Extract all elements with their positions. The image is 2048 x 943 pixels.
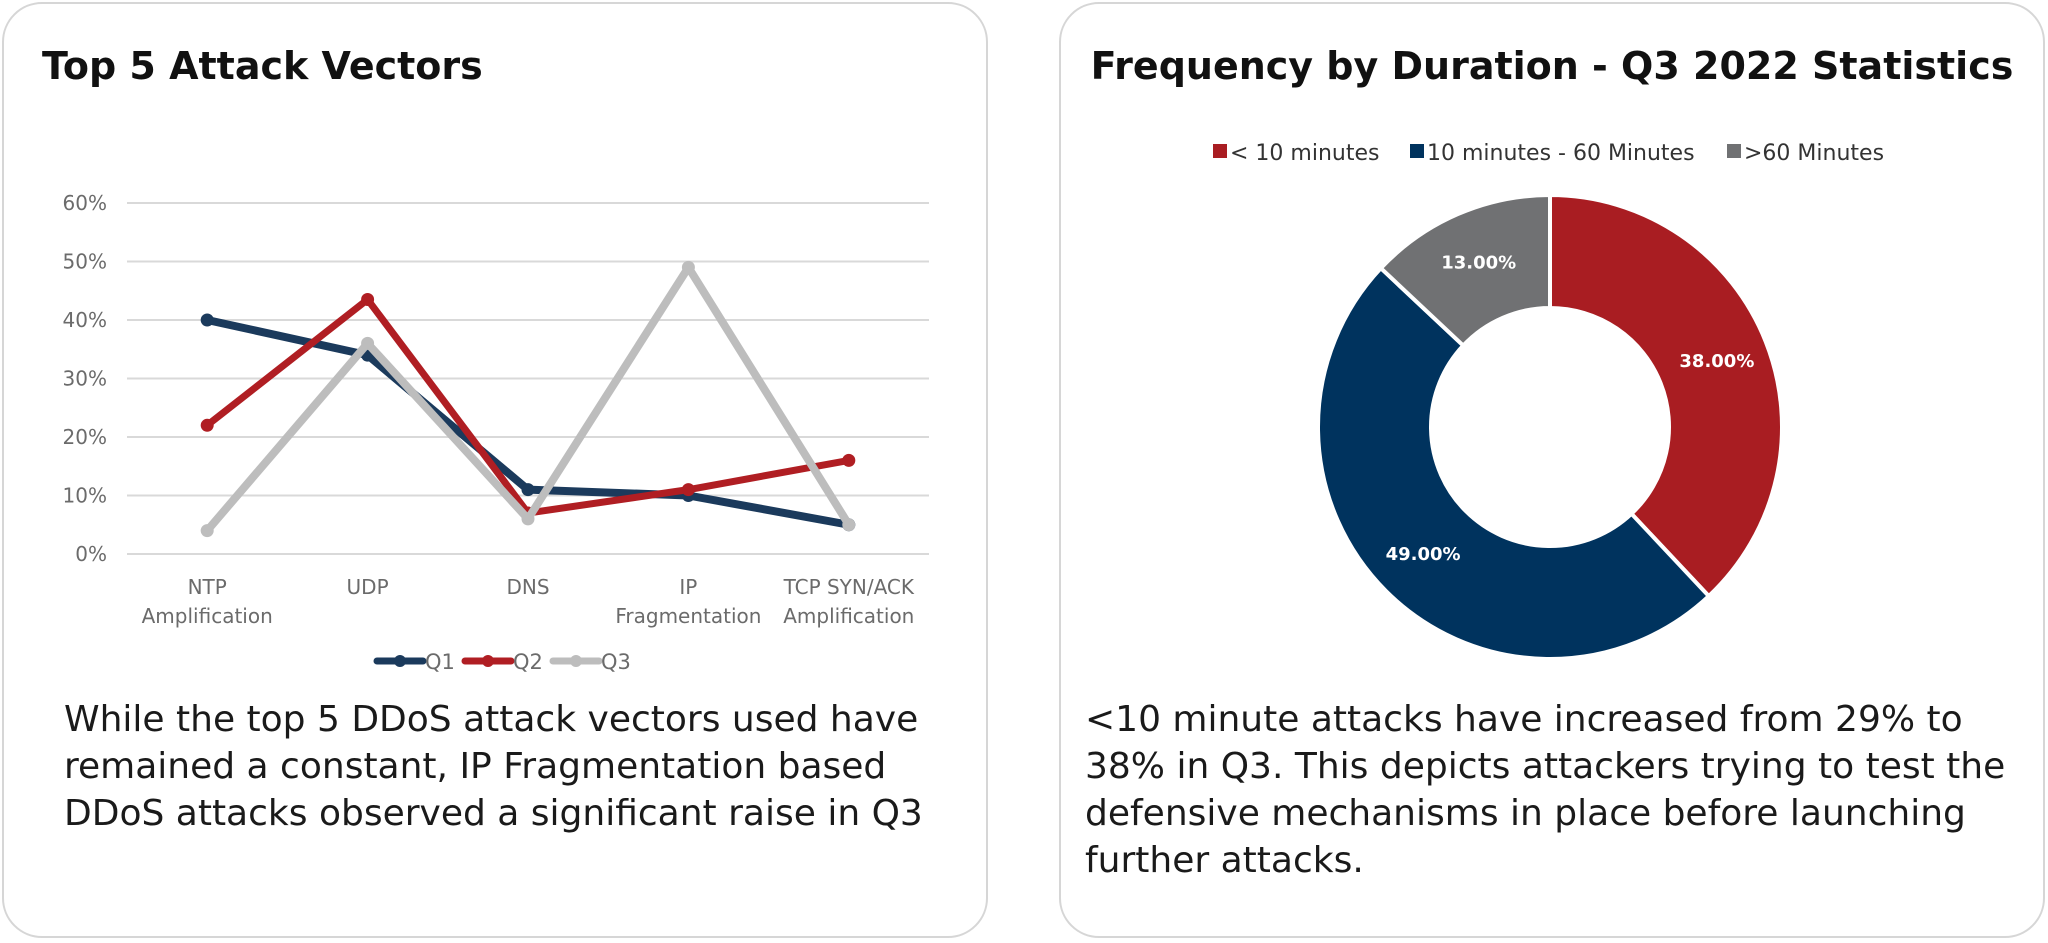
data-point-q3	[200, 524, 214, 538]
series-q3	[200, 260, 856, 538]
attack-vectors-panel: Top 5 Attack Vectors 0% 10% 20% 30% 40% 50% 60…	[2, 2, 988, 938]
data-point-q3	[681, 260, 695, 274]
slice-data-label: 49.00%	[1386, 544, 1461, 565]
legend-swatch	[1727, 144, 1741, 158]
legend-marker-q3	[570, 655, 582, 667]
series-line-q2	[203, 296, 853, 517]
donut-slice	[1315, 265, 1712, 662]
y-tick-label: 60%	[63, 191, 107, 215]
data-point-q3	[521, 512, 535, 526]
data-point-q3	[842, 518, 856, 532]
gridlines	[127, 202, 929, 555]
data-point-q3	[361, 336, 375, 350]
x-tick-label: DNS	[506, 575, 549, 599]
y-tick-label: 40%	[63, 308, 107, 332]
legend-label: >60 Minutes	[1744, 141, 1884, 166]
y-tick-label: 0%	[75, 542, 107, 566]
legend-label: 10 minutes - 60 Minutes	[1427, 141, 1695, 166]
attack-vectors-title: Top 5 Attack Vectors	[42, 44, 483, 88]
line-chart-legend: Q1 Q2 Q3	[373, 650, 631, 674]
y-tick-label: 10%	[63, 484, 107, 508]
slice-data-label: 38.00%	[1679, 351, 1754, 372]
duration-title: Frequency by Duration - Q3 2022 Statisti…	[1090, 44, 2014, 88]
slice-data-label: 13.00%	[1441, 252, 1516, 273]
data-point-q2	[681, 483, 695, 497]
legend-label-q3: Q3	[601, 650, 631, 674]
duration-donut-chart: < 10 minutes 10 minutes - 60 Minutes >60 M…	[1213, 141, 1884, 662]
y-tick-label: 50%	[63, 250, 107, 274]
data-point-q1	[200, 313, 214, 327]
legend-label-q2: Q2	[513, 650, 543, 674]
data-point-q2	[842, 453, 856, 467]
donut-slice	[1378, 192, 1552, 349]
data-point-q2	[361, 293, 375, 307]
data-point-q2	[200, 418, 214, 432]
attack-vectors-caption: While the top 5 DDoS attack vectors used…	[64, 699, 923, 834]
legend-label: < 10 minutes	[1230, 141, 1379, 166]
legend-label-q1: Q1	[425, 650, 455, 674]
duration-panel: Frequency by Duration - Q3 2022 Statisti…	[1059, 2, 2045, 938]
legend-swatch	[1213, 144, 1227, 158]
donut-slice	[1548, 192, 1784, 599]
x-tick-label: UDP	[347, 575, 389, 599]
legend-marker-q2	[482, 655, 494, 667]
legend-marker-q1	[394, 655, 406, 667]
legend-swatch	[1410, 144, 1424, 158]
y-tick-label: 20%	[63, 425, 107, 449]
duration-caption: <10 minute attacks have increased from 2…	[1085, 699, 2006, 881]
donut-legend: < 10 minutes 10 minutes - 60 Minutes >60 M…	[1213, 141, 1884, 166]
y-tick-label: 30%	[63, 367, 107, 391]
data-point-q1	[521, 483, 535, 497]
